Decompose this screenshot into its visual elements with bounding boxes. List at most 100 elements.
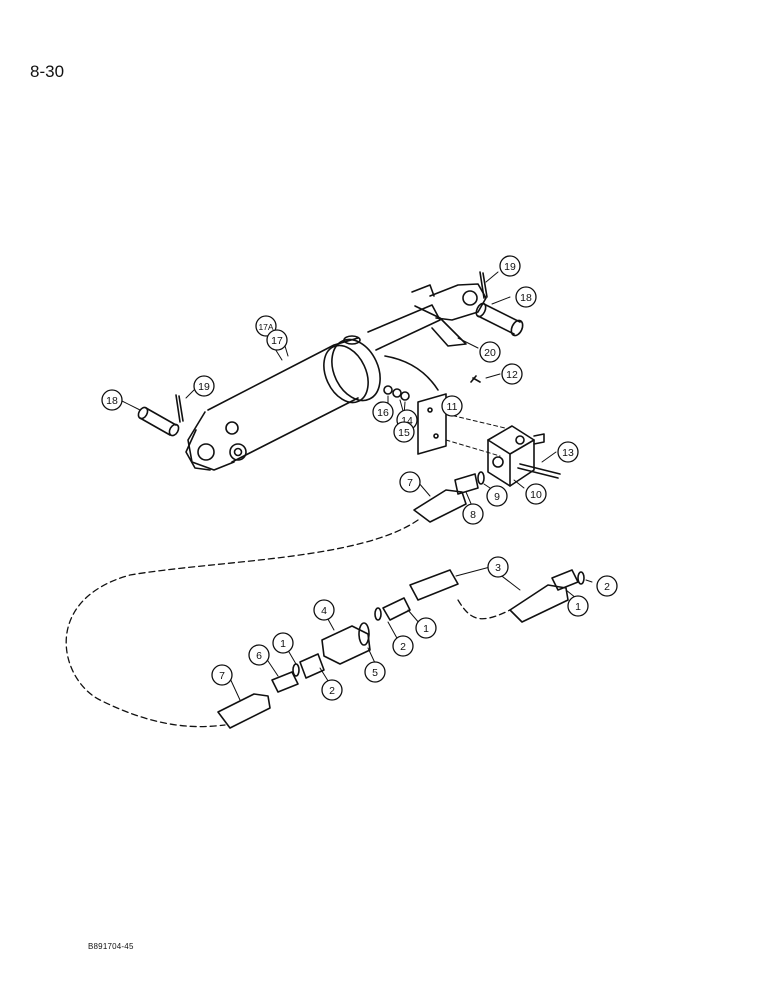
callout-19: 19	[193, 375, 215, 397]
callout-label: 4	[321, 605, 327, 617]
adapter-3a	[409, 569, 459, 601]
callout-label: 11	[447, 401, 458, 413]
callout-circle	[479, 341, 501, 363]
cotter-pin-right	[479, 271, 488, 299]
callout-6: 6	[248, 644, 270, 666]
mounting-plate	[417, 393, 447, 455]
callout-circle	[321, 679, 343, 701]
callout-label: 18	[520, 292, 532, 304]
callout-circle	[596, 575, 618, 597]
callout-label: 16	[377, 407, 389, 419]
callout-3: 3	[487, 556, 509, 578]
callout-1: 1	[272, 632, 294, 654]
pin-left	[137, 406, 180, 437]
callout-18: 18	[101, 389, 123, 411]
flat-washer	[400, 391, 410, 401]
callout-circle	[372, 401, 394, 423]
callout-circle	[515, 286, 537, 308]
callout-20: 20	[479, 341, 501, 363]
guard-bracket	[414, 305, 467, 347]
bolt-side	[517, 463, 561, 479]
callout-label: 14	[401, 415, 413, 427]
callout-10: 10	[525, 483, 547, 505]
callout-circle	[211, 664, 233, 686]
callout-2: 2	[392, 635, 414, 657]
callout-circle	[248, 644, 270, 666]
callout-7: 7	[211, 664, 233, 686]
adapter-3b	[509, 584, 569, 623]
callout-circle	[487, 556, 509, 578]
callout-label: 18	[106, 395, 118, 407]
callout-label: 2	[329, 685, 335, 697]
callout-label: 3	[495, 562, 501, 574]
callout-circle	[462, 503, 484, 525]
callout-1: 1	[415, 617, 437, 639]
callout-circle	[567, 595, 589, 617]
tube-curve	[384, 355, 439, 391]
callout-label: 9	[494, 491, 500, 503]
cotter-pin-left	[175, 394, 184, 423]
callout-circle	[441, 395, 463, 417]
plug	[299, 653, 325, 679]
callout-label: 2	[604, 581, 610, 593]
pin-right	[475, 302, 524, 337]
o-ring-top	[477, 471, 485, 485]
callout-circle	[364, 661, 386, 683]
callout-12: 12	[501, 363, 523, 385]
callout-label: 20	[484, 347, 496, 359]
callout-4: 4	[313, 599, 335, 621]
callout-circle	[557, 441, 579, 463]
callout-circle	[399, 471, 421, 493]
callout-label: 6	[256, 650, 262, 662]
callout-circle	[272, 632, 294, 654]
callout-circle	[392, 635, 414, 657]
fitting-left	[271, 671, 299, 693]
callout-17: 17	[266, 329, 288, 351]
callout-8: 8	[462, 503, 484, 525]
callout-circle	[486, 485, 508, 507]
callout-circle	[501, 363, 523, 385]
callout-label: 7	[407, 477, 413, 489]
page-number: 8-30	[30, 62, 65, 81]
callout-label: 2	[400, 641, 406, 653]
callout-9: 9	[486, 485, 508, 507]
callout-label: 10	[530, 489, 542, 501]
callout-2: 2	[321, 679, 343, 701]
callout-7: 7	[399, 471, 421, 493]
adapter-top	[454, 473, 479, 495]
retaining-ring	[358, 622, 370, 646]
callout-circle	[193, 375, 215, 397]
hose-fitting-bottom	[217, 693, 271, 729]
callout-label: 17	[271, 335, 283, 347]
callout-label: 1	[423, 623, 429, 635]
fitting-right	[551, 569, 579, 591]
callout-label: 15	[398, 427, 410, 439]
callout-circle	[313, 599, 335, 621]
callout-circle	[393, 421, 415, 443]
callout-1: 1	[567, 595, 589, 617]
callout-label: 5	[372, 667, 378, 679]
callout-label: 1	[575, 601, 581, 613]
lock-washer	[392, 388, 402, 398]
callout-11: 11	[441, 395, 463, 417]
fitting-mid	[382, 597, 411, 621]
callout-5: 5	[364, 661, 386, 683]
o-ring-right	[577, 571, 585, 585]
hose-dashed	[65, 519, 419, 728]
callout-19: 19	[499, 255, 521, 277]
callout-circle	[255, 315, 277, 337]
callout-13: 13	[557, 441, 579, 463]
hydraulic-cylinder	[185, 283, 487, 471]
callout-15: 15	[393, 421, 415, 443]
callout-label: 1	[280, 638, 286, 650]
callout-2: 2	[596, 575, 618, 597]
hose-fitting-top	[413, 489, 467, 523]
bolt-top	[470, 375, 481, 383]
callout-circle	[525, 483, 547, 505]
callout-16: 16	[372, 401, 394, 423]
callout-circle	[415, 617, 437, 639]
callout-18: 18	[515, 286, 537, 308]
callout-label: 8	[470, 509, 476, 521]
quick-coupler	[321, 625, 371, 665]
